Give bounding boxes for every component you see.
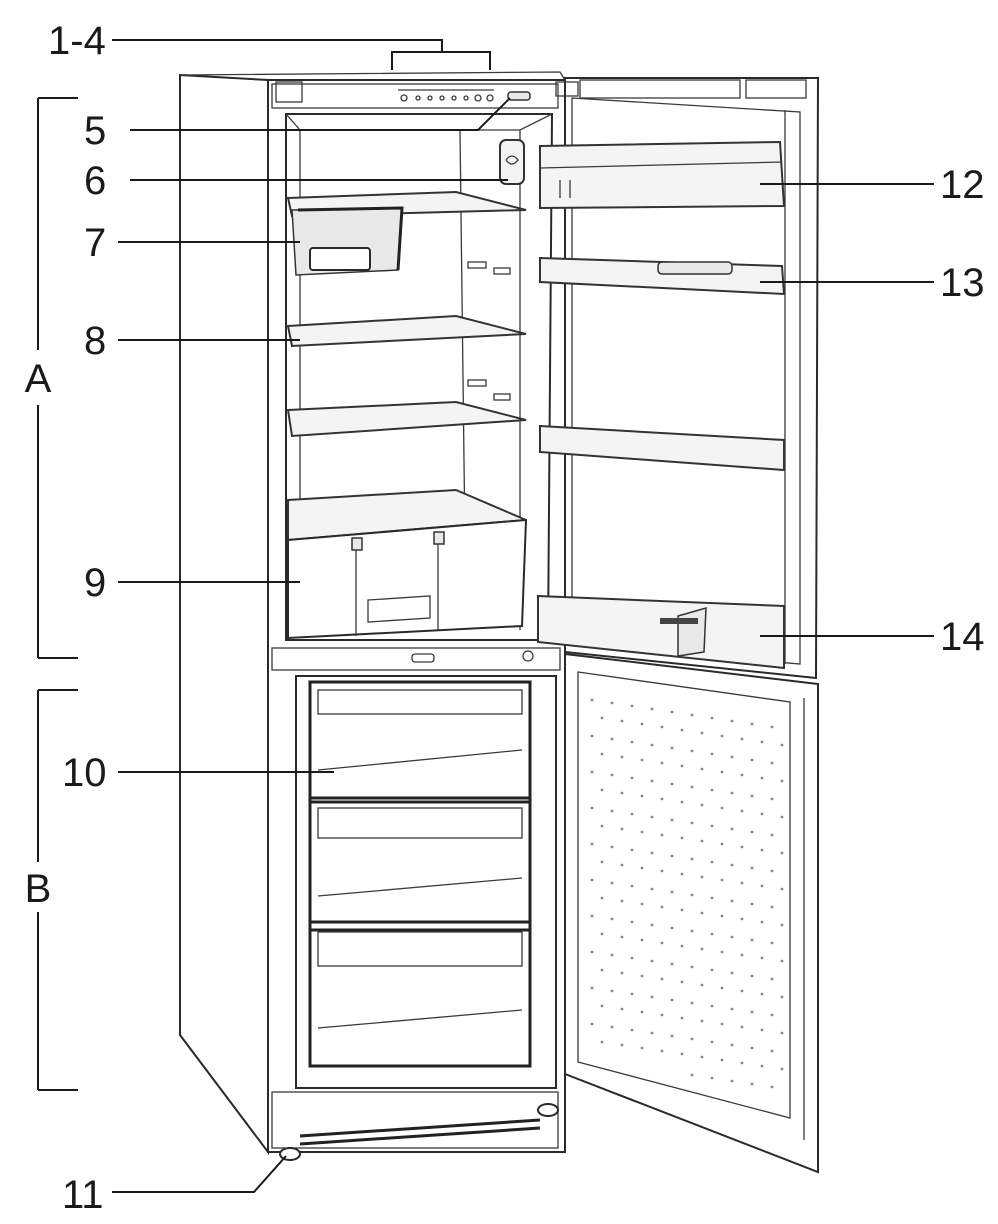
fridge-door xyxy=(537,77,820,680)
callout-labels: 1-4 5 6 7 8 9 10 11 12 13 14 xyxy=(48,19,985,1217)
freezer-drawer-middle xyxy=(308,796,532,932)
section-bracket-freezer: B xyxy=(25,689,78,1091)
callout-9: 9 xyxy=(84,561,106,605)
freezer-drawer-bottom xyxy=(308,920,532,1068)
freezer-drawer-top xyxy=(308,680,532,804)
callout-10: 10 xyxy=(62,751,107,795)
control-panel xyxy=(398,89,531,102)
section-bracket-fridge: A xyxy=(25,97,78,659)
callout-14: 14 xyxy=(940,615,985,659)
fridge-compartment xyxy=(271,113,561,671)
interior-light xyxy=(499,139,525,185)
butter-compartment xyxy=(539,140,786,210)
freezer-door xyxy=(564,652,819,1174)
callout-6: 6 xyxy=(84,159,106,203)
section-label-b: B xyxy=(25,867,52,911)
control-buttons xyxy=(398,89,494,102)
shelf-supports xyxy=(467,261,511,401)
callout-lines xyxy=(112,39,934,1193)
callout-5: 5 xyxy=(84,109,106,153)
door-dot-pattern xyxy=(590,698,784,1089)
callout-1-4: 1-4 xyxy=(48,19,106,63)
door-shelf xyxy=(539,424,785,472)
callout-12: 12 xyxy=(940,163,985,207)
callout-13: 13 xyxy=(940,261,985,305)
bottle-shelf xyxy=(537,594,785,670)
freezer-compartment xyxy=(271,675,559,1161)
interior-light-switch xyxy=(507,91,531,101)
callout-8: 8 xyxy=(84,319,106,363)
ventilation-grille xyxy=(299,1118,541,1146)
door-shelf-egg-tray xyxy=(539,256,786,296)
callout-7: 7 xyxy=(84,221,106,265)
adjustable-foot-right xyxy=(537,1103,559,1117)
storage-box xyxy=(291,206,404,276)
glass-shelf-lower xyxy=(286,400,527,438)
section-label-a: A xyxy=(25,357,52,401)
callout-11: 11 xyxy=(62,1173,104,1217)
vegetable-drawer xyxy=(287,488,528,640)
